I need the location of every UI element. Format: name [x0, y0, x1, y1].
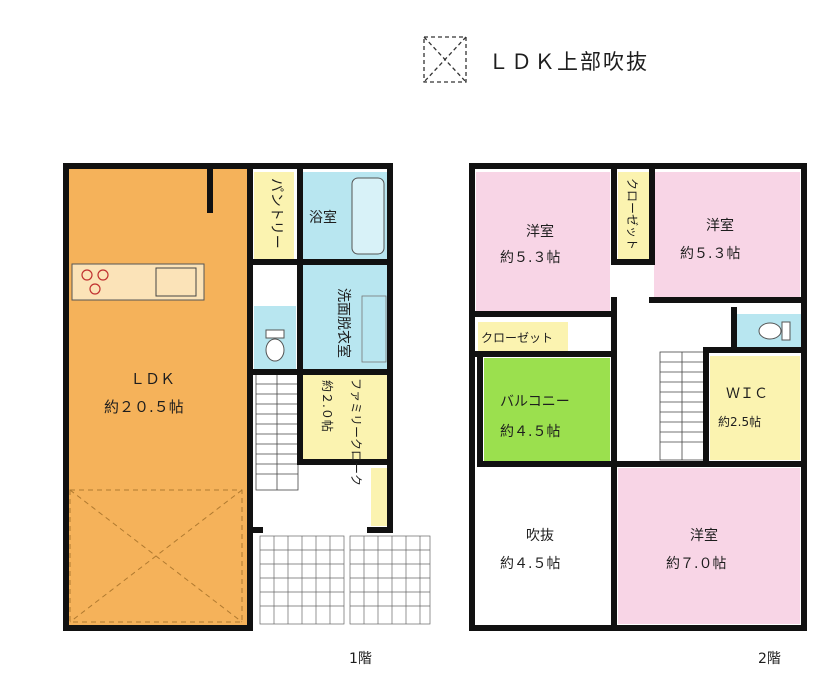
toilet-icon: [265, 329, 285, 362]
western2-area: [654, 172, 800, 298]
western1-area: [476, 172, 610, 314]
floor2-walls: [469, 163, 807, 631]
western2-name: 洋室: [706, 217, 734, 234]
bathtub-icon: [351, 177, 385, 255]
closet-horizontal-area: [478, 322, 568, 352]
pantry-label: パントリー: [268, 178, 284, 249]
floor1-plan: ＬＤＫ 約２０.５帖 パントリー 浴室 洗面脱衣室 ファミリークローク 約２.０…: [63, 163, 431, 667]
bath-label: 浴室: [309, 209, 337, 226]
ldk-size: 約２０.５帖: [104, 398, 184, 416]
floor1-walls: [63, 163, 393, 631]
wic-name: ＷＩＣ: [726, 386, 768, 402]
western2-size: 約５.３帖: [680, 246, 740, 262]
balcony-area: [484, 358, 610, 462]
western3-area: [618, 468, 800, 624]
void-name: 吹抜: [526, 528, 554, 544]
pantry-area: [254, 172, 294, 260]
void-size: 約４.５帖: [500, 556, 560, 572]
family-closet-area: [302, 374, 388, 462]
toilet2-icon: [758, 321, 791, 341]
void-cross-icon: [423, 36, 467, 83]
balcony-size: 約４.５帖: [500, 424, 560, 440]
entrance-tile: [259, 535, 431, 625]
closet-vertical-label: クローゼット: [625, 178, 639, 250]
stairs-floor2: [659, 351, 705, 461]
western3-name: 洋室: [690, 527, 718, 544]
ldk-name: ＬＤＫ: [130, 370, 175, 388]
western1-size: 約５.３帖: [500, 250, 560, 266]
washroom-label: 洗面脱衣室: [335, 288, 352, 358]
wic-area: [710, 356, 800, 460]
floor2-plan: 洋室 約５.３帖 クローゼット 洋室 約５.３帖 クローゼット バルコニー 約４…: [469, 163, 807, 667]
washroom-area: [300, 262, 390, 370]
shoe-closet-area: [371, 468, 388, 526]
wic-size: 約2.5帖: [718, 414, 761, 429]
balcony-name: バルコニー: [500, 394, 570, 410]
ldk-area: [66, 166, 249, 625]
floor2-label: 2階: [758, 651, 781, 667]
stairs-floor1: [255, 373, 299, 491]
washbasin-icon: [361, 295, 387, 363]
kitchen-counter: [71, 263, 205, 301]
closet-horizontal-label: クローゼット: [481, 331, 553, 345]
floor1-label: 1階: [349, 651, 372, 667]
closet-vertical-area: [618, 172, 650, 260]
family-closet-label: ファミリークローク: [349, 378, 363, 486]
stove-icon: [81, 269, 109, 295]
sink-icon: [155, 267, 197, 297]
void-legend: ＬＤＫ上部吹抜: [423, 36, 649, 83]
ldk-void-marker: [69, 489, 243, 623]
western3-size: 約７.０帖: [666, 556, 726, 572]
western1-name: 洋室: [526, 223, 554, 240]
legend-text: ＬＤＫ上部吹抜: [488, 50, 649, 74]
family-closet-size: 約２.０帖: [320, 380, 335, 432]
